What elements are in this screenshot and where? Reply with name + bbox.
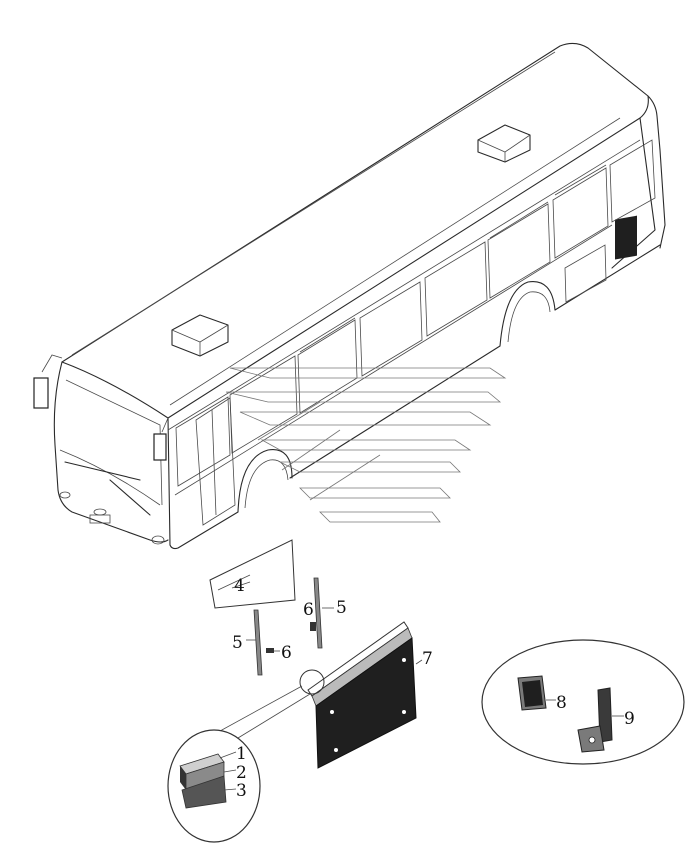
callout-6a: 6 [281,643,292,663]
part-4-glass-panel [209,539,296,609]
part-5-seal-strip-right [313,577,334,649]
rear-wheel-arch [499,281,556,347]
right-mirror [153,417,169,461]
callout-9: 9 [624,709,635,729]
bus-illustration [33,42,666,550]
detail-latch-parts [481,639,685,765]
callout-5b: 5 [336,598,347,618]
callout-2: 2 [236,763,247,783]
part-5-seal-strip-left [246,609,263,676]
part-9-bracket [577,687,624,753]
roof-hatch-front [171,314,229,357]
decal-stripe-panel [225,367,507,523]
callout-3: 3 [236,781,247,801]
part-8-pad [517,675,556,711]
detail-profile-assembly [179,751,237,809]
roof-hatch-rear [477,124,531,163]
mud-flap-panel [315,637,417,769]
callout-8: 8 [556,693,567,713]
callout-5a: 5 [232,633,243,653]
callout-7: 7 [422,649,433,669]
rear-grille [615,215,637,260]
side-windows [175,139,656,487]
left-mirror [33,354,63,409]
part-7-mud-flap [307,621,423,769]
bus-front [53,361,169,545]
callout-1: 1 [236,744,247,764]
callout-4: 4 [234,576,245,596]
part-6-clip-right [310,622,316,631]
front-door [195,397,236,526]
callout-6b: 6 [303,600,314,620]
front-wheel-arch [237,449,293,513]
part-6-clip-left [266,648,280,653]
